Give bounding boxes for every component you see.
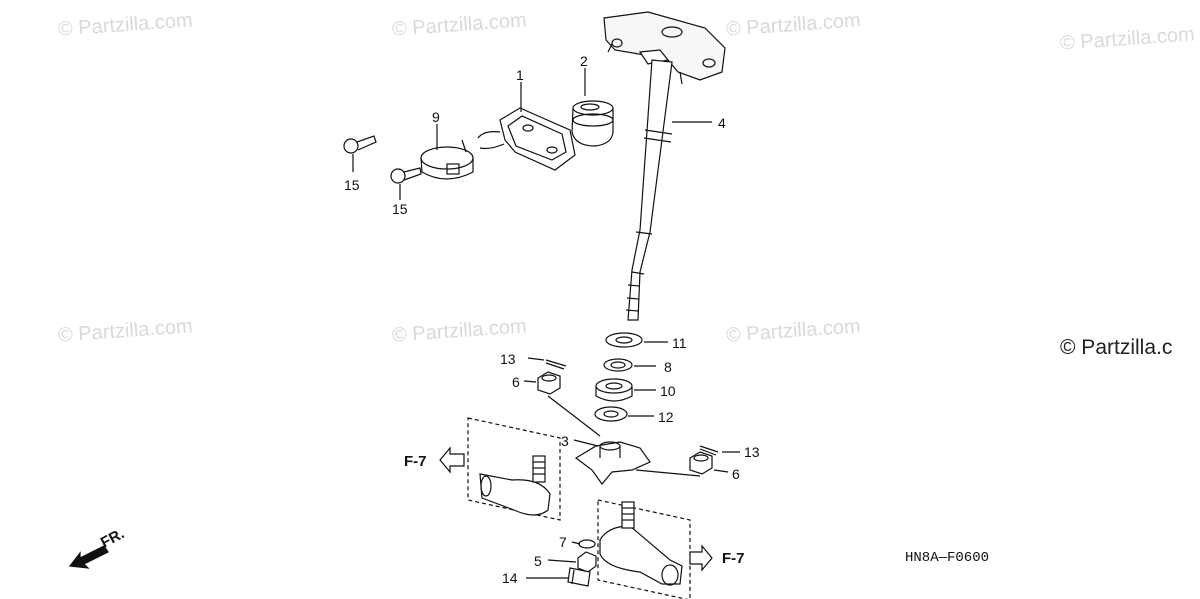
cotter-pin-part: [699, 445, 719, 453]
nut-part: [577, 551, 597, 573]
seal-part: [605, 332, 643, 348]
steering-shaft-part: [603, 11, 726, 321]
seal-part: [594, 406, 628, 422]
callout-6: 6: [512, 374, 520, 390]
reference-label-right: F-7: [722, 550, 745, 567]
bushing-part: [571, 100, 614, 147]
callout-6: 6: [732, 466, 740, 482]
clamp-part: [420, 139, 474, 180]
nut-part: [689, 451, 713, 475]
bolt-part: [567, 567, 591, 587]
tie-rod-end-part: [479, 455, 551, 516]
diagram-code: HN8A—F0600: [905, 550, 989, 566]
bearing-part: [595, 378, 633, 402]
callout-15: 15: [392, 201, 408, 217]
pitman-arm-part: [574, 441, 651, 485]
callout-13: 13: [744, 444, 760, 460]
callout-7: 7: [559, 534, 567, 550]
callout-12: 12: [658, 409, 674, 425]
callout-5: 5: [534, 553, 542, 569]
callout-3: 3: [561, 433, 569, 449]
reference-arrow-left-icon: [439, 446, 465, 474]
washer-part: [603, 358, 633, 372]
watermark-dark: © Partzilla.c: [1060, 336, 1173, 359]
reference-arrow-right-icon: [689, 544, 713, 572]
reference-label-left: F-7: [404, 453, 427, 470]
tie-rod-group-right: [597, 499, 691, 599]
bracket-part: [477, 107, 576, 171]
callout-15: 15: [344, 177, 360, 193]
callout-4: 4: [718, 115, 726, 131]
washer-part: [578, 539, 596, 549]
bolt-part: [390, 167, 422, 184]
cotter-pin-part: [545, 359, 567, 367]
callout-10: 10: [660, 383, 676, 399]
callout-2: 2: [580, 53, 588, 69]
callout-11: 11: [672, 335, 687, 351]
callout-8: 8: [664, 359, 672, 375]
bolt-part: [343, 135, 377, 154]
tie-rod-group-left: [467, 417, 561, 521]
callout-1: 1: [516, 67, 524, 83]
callout-9: 9: [432, 109, 440, 125]
front-arrow-icon: [68, 545, 109, 569]
callout-13: 13: [500, 351, 516, 367]
tie-rod-end-part: [599, 501, 683, 586]
nut-part: [537, 371, 561, 395]
callout-14: 14: [502, 570, 518, 586]
